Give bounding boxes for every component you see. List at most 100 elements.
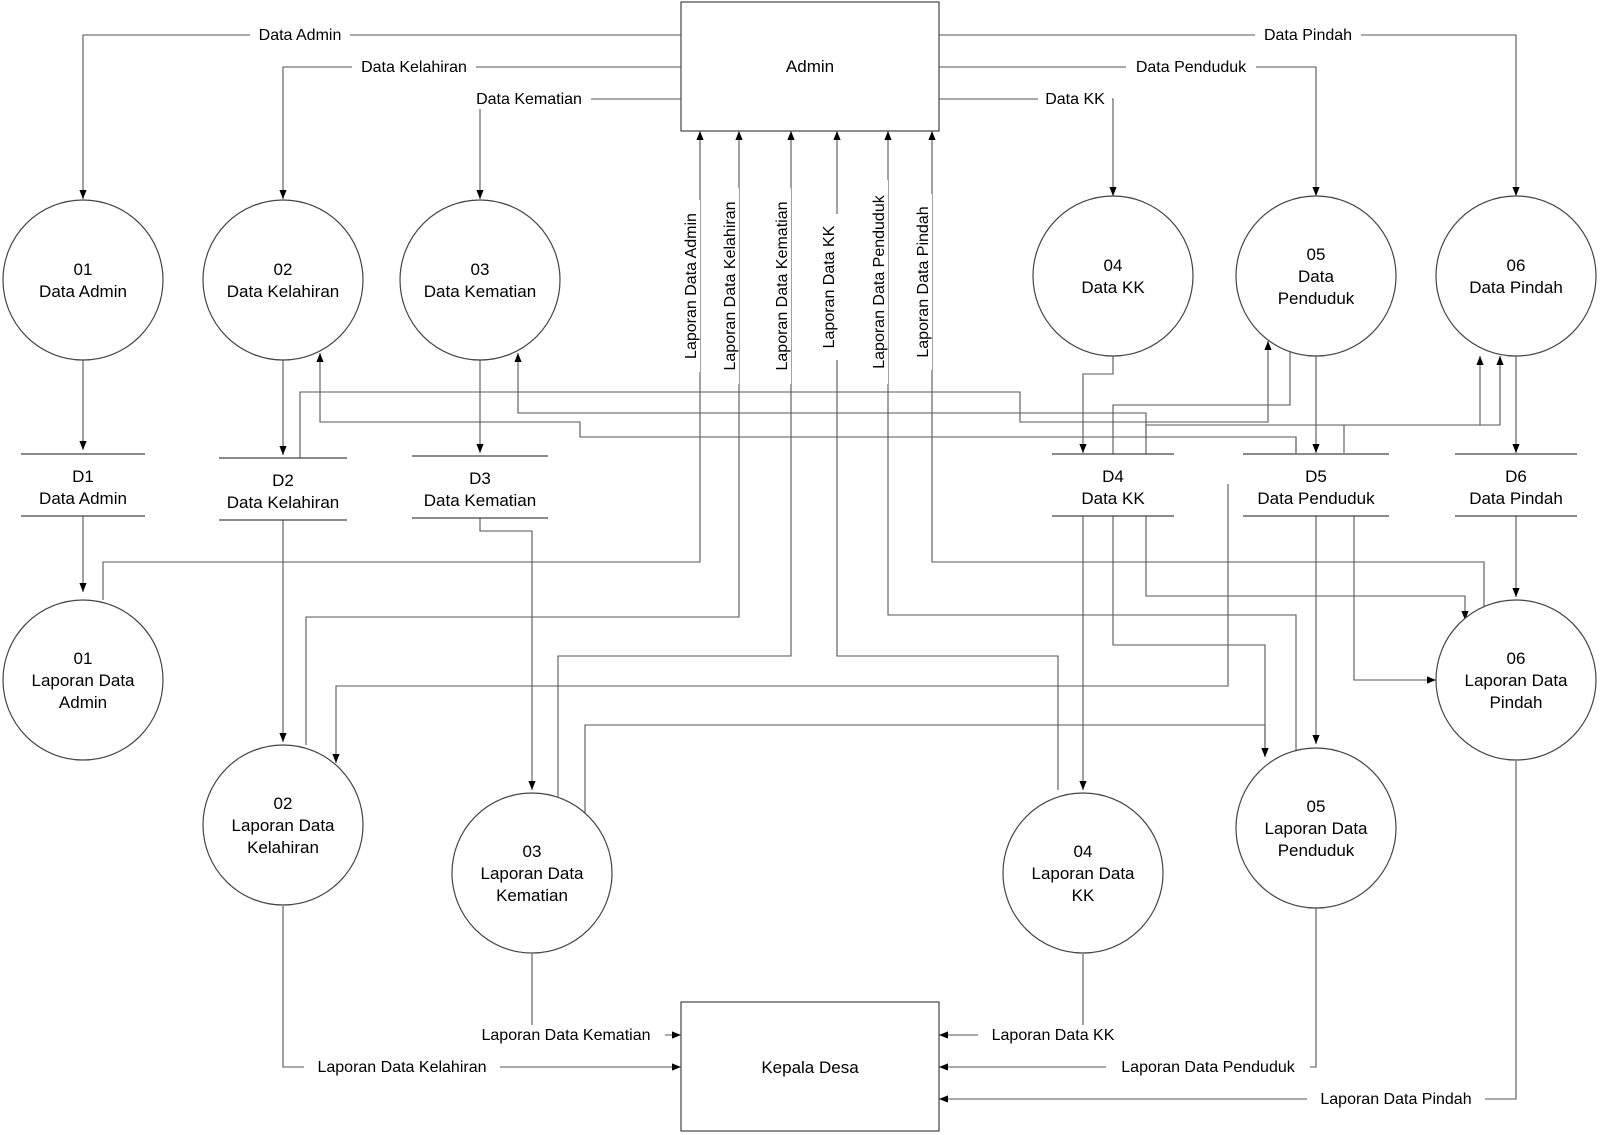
flow-labels: Data Admin Data Kelahiran Data Kematian …	[250, 25, 1485, 1109]
label-laporan-data-admin-text: Laporan Data Admin	[683, 213, 700, 359]
flow-d4-to-r06	[1145, 516, 1469, 620]
process-02-number: 02	[274, 260, 293, 279]
label-laporan-data-pindah-up: Laporan Data Pindah	[912, 194, 932, 370]
data-store-d6-label: Data Pindah	[1469, 489, 1563, 508]
label-laporan-kelahiran-kepala-text: Laporan Data Kelahiran	[317, 1059, 486, 1076]
entity-kepala-desa: Kepala Desa	[680, 1001, 940, 1132]
report-process-01-number: 01	[74, 649, 93, 668]
data-store-d6-id: D6	[1505, 467, 1527, 486]
flow-r03-extra	[584, 724, 1269, 815]
flow-d2-to-p05	[299, 341, 1272, 458]
label-laporan-data-penduduk-up: Laporan Data Penduduk	[868, 180, 888, 384]
report-process-01-label: Laporan Data	[31, 671, 135, 690]
label-laporan-kk-kepala-text: Laporan Data KK	[992, 1027, 1115, 1044]
report-process-04-label: KK	[1072, 886, 1095, 905]
report-process-06-label: Pindah	[1490, 693, 1543, 712]
process-04-label: Data KK	[1081, 278, 1145, 297]
flow-d4-to-p05	[1112, 341, 1294, 455]
label-data-admin-text: Data Admin	[259, 27, 342, 44]
label-data-penduduk-text: Data Penduduk	[1136, 59, 1247, 76]
label-laporan-data-kk-up: Laporan Data KK	[818, 214, 838, 360]
report-process-03-label: Kematian	[496, 886, 568, 905]
process-05-label: Penduduk	[1278, 289, 1355, 308]
flow-d3-to-r03	[479, 516, 536, 790]
flow-r06-to-kepala	[939, 761, 1517, 1103]
data-store-d3-id: D3	[469, 469, 491, 488]
label-data-pindah-text: Data Pindah	[1264, 27, 1352, 44]
label-data-kelahiran: Data Kelahiran	[352, 57, 476, 77]
flow-d5-to-p03	[514, 353, 1297, 453]
flow-d4-to-p06	[1145, 356, 1484, 455]
label-laporan-data-kematian-up-text: Laporan Data Kematian	[774, 202, 791, 371]
flow-admin-to-p06	[939, 34, 1520, 196]
report-process-02-label: Laporan Data	[231, 816, 335, 835]
flow-p04-to-d4	[1079, 356, 1114, 453]
label-laporan-pindah-kepala: Laporan Data Pindah	[1307, 1089, 1485, 1109]
flow-r04-to-admin	[833, 131, 1059, 790]
process-01-number: 01	[74, 260, 93, 279]
flow-d4-to-r05	[1112, 516, 1269, 757]
data-store-d5-id: D5	[1305, 467, 1327, 486]
label-data-kematian: Data Kematian	[467, 89, 591, 109]
data-store-d2-label: Data Kelahiran	[227, 493, 339, 512]
report-process-02-number: 02	[274, 794, 293, 813]
data-store-d1-label: Data Admin	[39, 489, 127, 508]
process-06-number: 06	[1507, 256, 1526, 275]
process-06-label: Data Pindah	[1469, 278, 1563, 297]
flow-r05-to-kepala	[939, 908, 1317, 1071]
report-process-02-label: Kelahiran	[247, 838, 319, 857]
label-laporan-pindah-kepala-text: Laporan Data Pindah	[1320, 1091, 1471, 1108]
data-store-d4-label: Data KK	[1081, 489, 1145, 508]
label-laporan-data-pindah-up-text: Laporan Data Pindah	[915, 206, 932, 357]
label-data-admin: Data Admin	[250, 25, 350, 45]
flow-admin-to-p04	[939, 98, 1117, 196]
data-store-d3-label: Data Kematian	[424, 491, 536, 510]
flow-r03-to-admin	[557, 131, 795, 808]
report-process-05-label: Laporan Data	[1264, 819, 1368, 838]
report-process-05-number: 05	[1307, 797, 1326, 816]
label-laporan-kematian-kepala: Laporan Data Kematian	[467, 1025, 665, 1045]
label-laporan-penduduk-kepala-text: Laporan Data Penduduk	[1121, 1059, 1295, 1076]
flow-d5-to-p06	[1343, 356, 1504, 453]
label-laporan-data-kematian-up: Laporan Data Kematian	[771, 188, 791, 384]
report-process-06-number: 06	[1507, 649, 1526, 668]
process-05-label: Data	[1298, 267, 1334, 286]
label-data-kelahiran-text: Data Kelahiran	[361, 59, 467, 76]
label-laporan-penduduk-kepala: Laporan Data Penduduk	[1106, 1057, 1310, 1077]
data-store-d5-label: Data Penduduk	[1257, 489, 1375, 508]
flow-r01-to-admin	[102, 131, 704, 600]
process-02-label: Data Kelahiran	[227, 282, 339, 301]
label-laporan-data-kk-up-text: Laporan Data KK	[821, 225, 838, 348]
flow-lines	[79, 34, 1520, 1103]
label-data-pindah: Data Pindah	[1255, 25, 1361, 45]
report-process-04-label: Laporan Data	[1031, 864, 1135, 883]
label-data-kk-text: Data KK	[1045, 91, 1105, 108]
data-store-d1-id: D1	[72, 467, 94, 486]
process-04-number: 04	[1104, 256, 1123, 275]
flow-admin-to-p03	[476, 98, 681, 199]
flow-d5-to-r06	[1353, 516, 1436, 684]
report-process-03-number: 03	[523, 842, 542, 861]
report-process-03-label: Laporan Data	[480, 864, 584, 883]
flow-d5-to-r02	[332, 484, 1229, 763]
flow-r03-to-kepala	[531, 954, 681, 1039]
flow-admin-to-p05	[939, 66, 1320, 196]
data-store-d4-id: D4	[1102, 467, 1124, 486]
flow-admin-to-p01	[79, 34, 681, 199]
entity-kepala-desa-label: Kepala Desa	[761, 1058, 859, 1077]
label-laporan-data-kelahiran-up: Laporan Data Kelahiran	[719, 188, 739, 384]
